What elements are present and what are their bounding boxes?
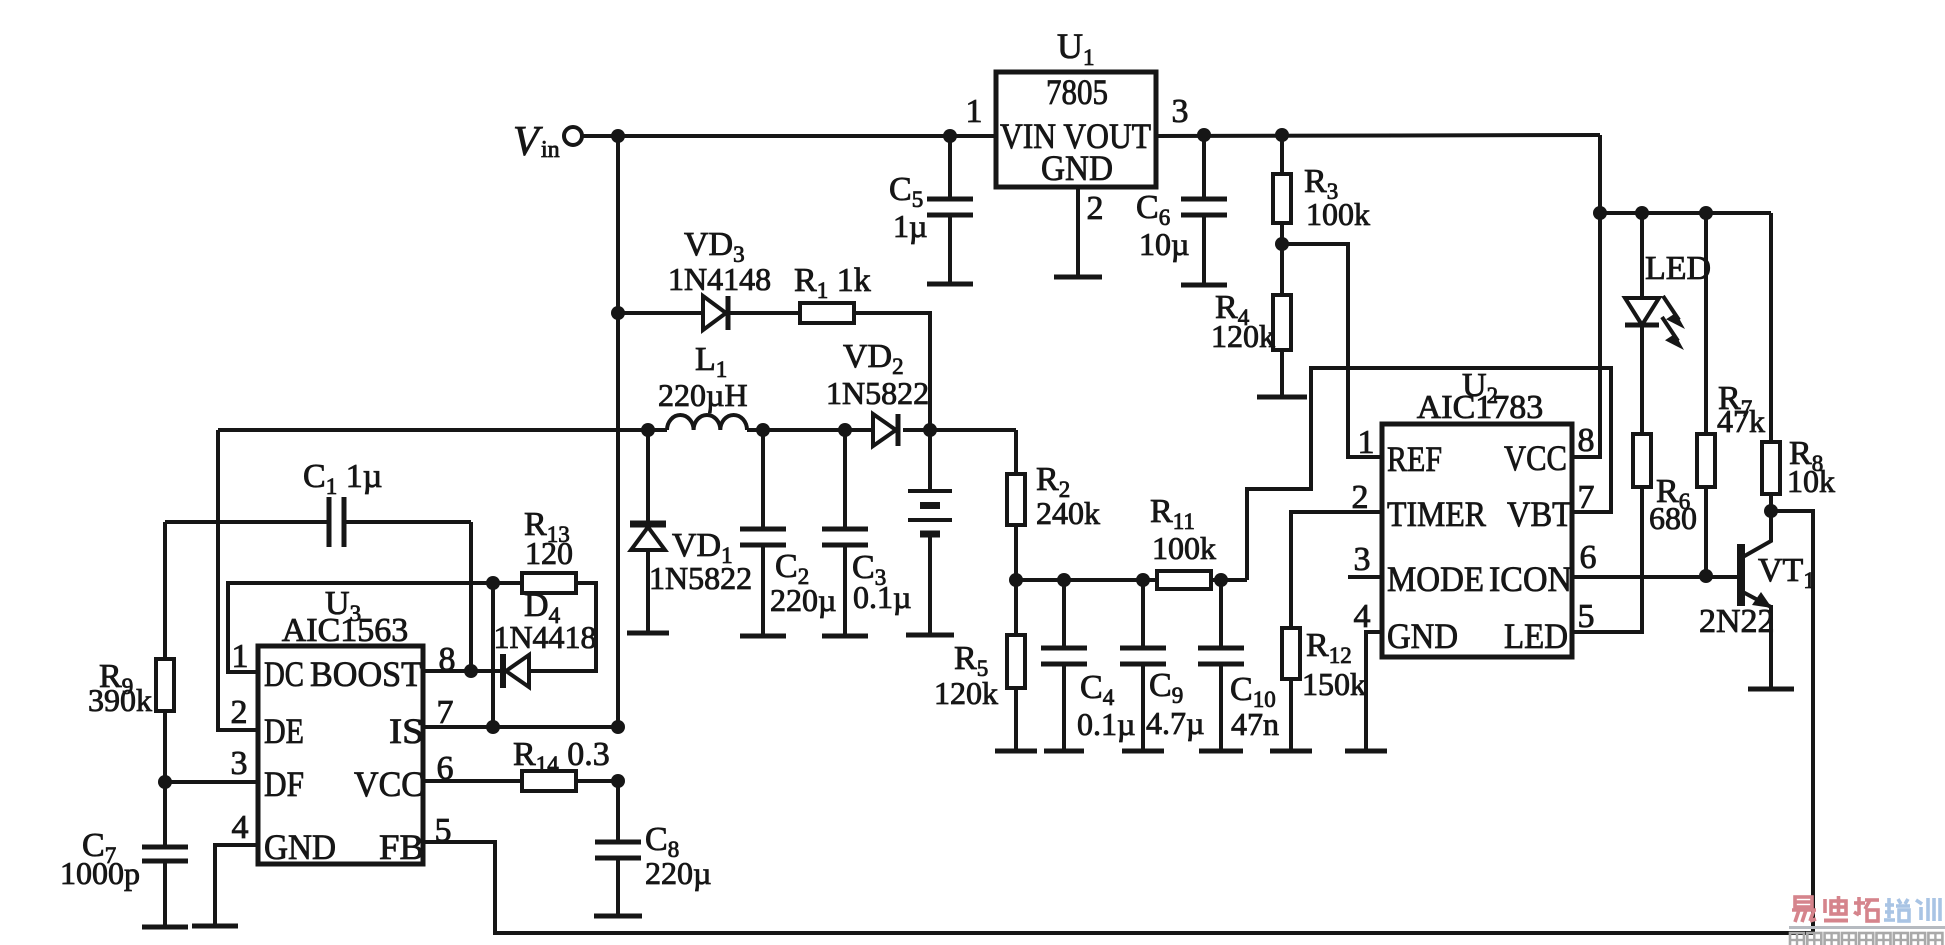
svg-text:C1 1µ: C1 1µ xyxy=(303,458,382,499)
svg-text:VCC: VCC xyxy=(354,764,424,804)
svg-text:4.7µ: 4.7µ xyxy=(1146,705,1204,741)
svg-text:DF: DF xyxy=(264,764,304,804)
svg-text:5: 5 xyxy=(1578,598,1595,635)
svg-text:1: 1 xyxy=(232,638,249,675)
svg-text:6: 6 xyxy=(437,750,454,787)
svg-text:120k: 120k xyxy=(1211,318,1275,354)
svg-text:220µ: 220µ xyxy=(770,582,836,618)
svg-text:1N5822: 1N5822 xyxy=(826,375,929,411)
svg-text:REF: REF xyxy=(1387,439,1442,479)
svg-text:150k: 150k xyxy=(1302,666,1366,702)
svg-text:V: V xyxy=(513,119,543,165)
svg-text:3: 3 xyxy=(1354,541,1371,578)
svg-text:R13: R13 xyxy=(524,506,570,547)
svg-text:1000p: 1000p xyxy=(60,855,140,891)
svg-text:AIC1783: AIC1783 xyxy=(1417,389,1544,426)
svg-text:R9: R9 xyxy=(99,658,133,699)
svg-text:7805: 7805 xyxy=(1046,72,1108,112)
svg-text:VIN VOUT: VIN VOUT xyxy=(1000,116,1151,156)
svg-text:120: 120 xyxy=(525,535,573,571)
svg-text:C5: C5 xyxy=(889,171,923,212)
svg-text:MODE: MODE xyxy=(1387,559,1484,599)
svg-text:ICON: ICON xyxy=(1489,559,1572,599)
svg-text:L1: L1 xyxy=(695,341,727,382)
svg-text:2: 2 xyxy=(231,694,248,731)
svg-text:in: in xyxy=(541,137,560,163)
svg-text:1: 1 xyxy=(966,93,983,130)
svg-text:U3: U3 xyxy=(325,585,361,626)
svg-text:BOOST: BOOST xyxy=(310,654,422,694)
svg-text:5: 5 xyxy=(435,812,452,849)
svg-text:GND: GND xyxy=(1387,616,1458,656)
svg-text:8: 8 xyxy=(1578,422,1595,459)
svg-text:100k: 100k xyxy=(1152,530,1216,566)
svg-text:0.1µ: 0.1µ xyxy=(1077,706,1135,742)
svg-text:DC: DC xyxy=(264,654,304,694)
svg-text:240k: 240k xyxy=(1036,495,1100,531)
svg-text:390k: 390k xyxy=(88,682,152,718)
svg-text:R1 1k: R1 1k xyxy=(794,262,871,303)
svg-text:120k: 120k xyxy=(934,675,998,711)
svg-text:LED: LED xyxy=(1645,250,1711,287)
svg-text:FB: FB xyxy=(379,827,424,867)
svg-text:LED: LED xyxy=(1504,616,1568,656)
svg-text:R14 0.3: R14 0.3 xyxy=(513,736,610,777)
svg-text:AIC1563: AIC1563 xyxy=(282,612,409,649)
svg-text:1N4418: 1N4418 xyxy=(493,619,596,655)
svg-text:DE: DE xyxy=(264,711,304,751)
svg-text:1µ: 1µ xyxy=(893,208,927,244)
svg-text:0.1µ: 0.1µ xyxy=(853,579,911,615)
svg-text:1N4148: 1N4148 xyxy=(668,261,771,297)
svg-text:3: 3 xyxy=(1172,93,1189,130)
svg-text:2N22: 2N22 xyxy=(1699,603,1775,640)
svg-text:6: 6 xyxy=(1580,539,1597,576)
svg-text:220µH: 220µH xyxy=(658,377,748,413)
svg-text:4: 4 xyxy=(232,809,249,846)
svg-text:220µ: 220µ xyxy=(645,855,711,891)
svg-text:10µ: 10µ xyxy=(1139,226,1189,262)
svg-text:680: 680 xyxy=(1649,500,1697,536)
svg-text:10k: 10k xyxy=(1787,463,1835,499)
svg-text:VBT: VBT xyxy=(1507,494,1572,534)
svg-text:100k: 100k xyxy=(1306,196,1370,232)
svg-text:3: 3 xyxy=(231,745,248,782)
svg-text:VD1: VD1 xyxy=(672,527,733,568)
svg-text:7: 7 xyxy=(437,694,454,731)
svg-text:8: 8 xyxy=(439,641,456,678)
svg-text:GND: GND xyxy=(264,827,336,867)
svg-text:VCC: VCC xyxy=(1504,438,1567,478)
svg-text:1N5822: 1N5822 xyxy=(649,560,752,596)
svg-text:4: 4 xyxy=(1354,598,1371,635)
svg-text:IS: IS xyxy=(389,711,424,751)
svg-text:47k: 47k xyxy=(1717,403,1765,439)
svg-text:TIMER: TIMER xyxy=(1387,494,1486,534)
svg-text:2: 2 xyxy=(1352,479,1369,516)
svg-text:GND: GND xyxy=(1041,148,1113,188)
svg-text:47n: 47n xyxy=(1231,706,1279,742)
svg-text:1: 1 xyxy=(1358,424,1375,461)
svg-text:7: 7 xyxy=(1578,479,1595,516)
svg-text:2: 2 xyxy=(1087,190,1104,227)
